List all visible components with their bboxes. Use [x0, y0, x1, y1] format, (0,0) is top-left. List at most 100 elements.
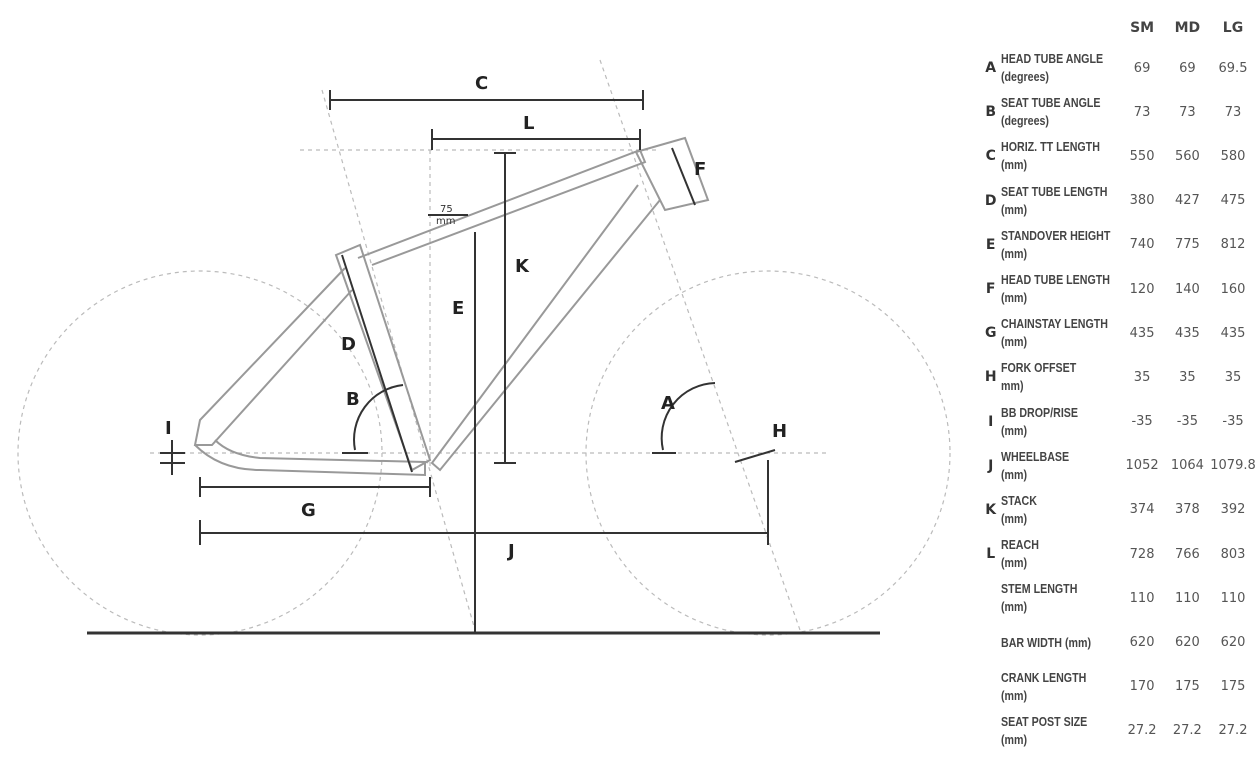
size-header: SM [1130, 20, 1155, 36]
label-J: J [506, 541, 515, 562]
row-value: 620 [1220, 635, 1246, 651]
row-value: 620 [1129, 635, 1155, 651]
row-name: BB DROP/RISE [1001, 404, 1079, 420]
row-value: 35 [1224, 369, 1242, 385]
row-unit: (degrees) [1001, 113, 1050, 129]
row-value: 160 [1220, 281, 1246, 297]
row-value: 1064 [1170, 458, 1204, 474]
row-value: 620 [1174, 635, 1200, 651]
row-value: 435 [1220, 325, 1246, 341]
label-L: L [523, 113, 534, 134]
row-name: HEAD TUBE ANGLE [1001, 51, 1104, 67]
row-name: STANDOVER HEIGHT [1001, 227, 1111, 243]
bike-geometry-diagram: C L F K E D B A H I G J 75 mm [17, 59, 951, 636]
label-E: E [452, 298, 464, 319]
row-name: SEAT TUBE LENGTH [1001, 183, 1108, 199]
row-name: STACK [1001, 492, 1038, 508]
row-value: 27.2 [1127, 723, 1157, 739]
table-row: J WHEELBASE (mm) 1052 1064 1079.8 [980, 444, 1256, 488]
table-row: I BB DROP/RISE(mm)-35-35-35 [980, 400, 1256, 444]
row-unit: (degrees) [1001, 69, 1050, 85]
row-value: 120 [1129, 281, 1155, 297]
row-value: 560 [1174, 148, 1200, 164]
row-value: 775 [1174, 237, 1200, 253]
row-name: BAR WIDTH (mm) [1001, 634, 1092, 650]
row-value: 812 [1220, 237, 1246, 253]
row-value: 378 [1174, 502, 1200, 518]
row-value: 427 [1174, 193, 1200, 209]
offset-unit: mm [436, 216, 455, 227]
row-letter [980, 665, 1001, 709]
offset-value: 75 [440, 204, 453, 215]
row-value: 550 [1129, 148, 1155, 164]
row-value: 27.2 [1172, 723, 1202, 739]
row-value: 740 [1129, 237, 1155, 253]
row-name: HEAD TUBE LENGTH [1001, 272, 1111, 288]
row-letter: G [984, 325, 997, 342]
row-value: 140 [1174, 281, 1200, 297]
row-unit: (mm) [1001, 555, 1028, 571]
row-unit: (mm) [1001, 687, 1028, 703]
label-K: K [515, 256, 530, 277]
row-value: 1079.8 [1210, 458, 1256, 474]
row-letter: K [985, 501, 997, 518]
row-letter: C [985, 148, 996, 165]
row-value: 35 [1179, 369, 1196, 385]
row-unit: (mm) [1001, 599, 1028, 615]
label-D: D [341, 334, 356, 355]
row-value: 380 [1129, 193, 1155, 209]
row-value: 110 [1220, 590, 1246, 606]
row-value: 728 [1129, 546, 1155, 562]
row-unit: mm) [1001, 378, 1024, 394]
row-name: HORIZ. TT LENGTH [1001, 139, 1101, 155]
row-letter: B [985, 104, 997, 121]
row-value: -35 [1131, 414, 1153, 430]
row-name: WHEELBASE [1001, 448, 1070, 464]
row-letter: E [985, 236, 996, 253]
row-value: 803 [1220, 546, 1246, 562]
row-value: 175 [1174, 679, 1200, 695]
label-F: F [694, 159, 706, 180]
row-letter: L [986, 546, 996, 563]
row-value: 73 [1224, 104, 1242, 120]
row-value: 435 [1174, 325, 1200, 341]
row-unit: (mm) [1001, 290, 1028, 306]
row-value: 73 [1133, 104, 1151, 120]
row-letter: I [988, 413, 994, 430]
row-name: FORK OFFSET [1001, 360, 1077, 376]
row-value: 35 [1133, 369, 1151, 385]
label-C: C [475, 73, 488, 94]
row-value: 1052 [1125, 458, 1159, 474]
row-letter: D [984, 192, 997, 209]
label-G: G [301, 500, 316, 521]
dimension-lines [160, 90, 776, 633]
row-value: -35 [1176, 414, 1198, 430]
row-letter [980, 709, 1001, 753]
row-letter: J [988, 457, 994, 474]
table-row: H FORK OFFSET mm) 35 35 35 [980, 355, 1256, 399]
row-letter: A [985, 60, 997, 77]
row-letter [980, 576, 1001, 620]
row-value: 69 [1133, 60, 1151, 76]
size-header: LG [1222, 20, 1244, 36]
row-value: 73 [1179, 104, 1196, 120]
row-letter: H [984, 369, 997, 386]
label-B: B [346, 389, 360, 410]
row-value: 580 [1220, 148, 1246, 164]
label-H: H [772, 421, 787, 442]
row-unit: (mm) [1001, 731, 1028, 747]
construction-lines [17, 59, 951, 636]
row-letter: F [985, 281, 996, 298]
row-unit: (mm) [1001, 422, 1028, 438]
row-unit: (mm) [1001, 466, 1028, 482]
row-value: 69.5 [1218, 60, 1248, 76]
